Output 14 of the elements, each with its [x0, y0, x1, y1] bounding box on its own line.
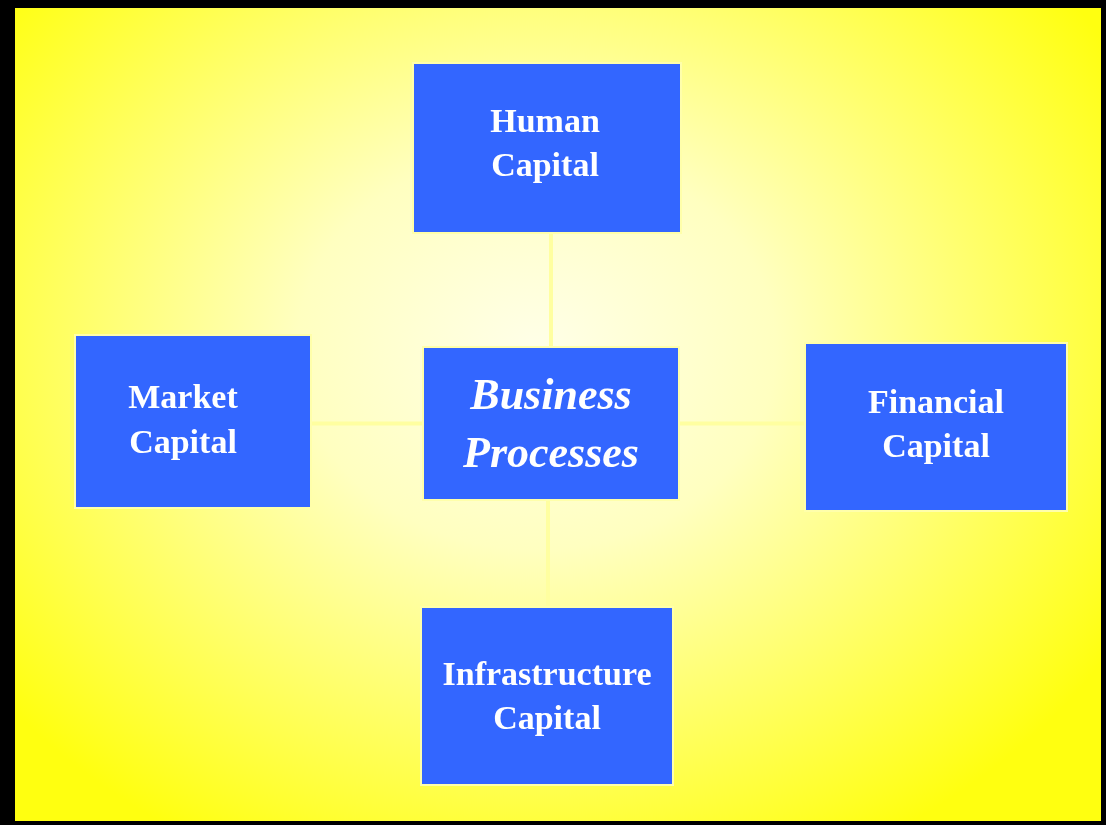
connector-line [546, 501, 550, 606]
process-box [420, 606, 674, 786]
process-box [412, 62, 682, 234]
box-label: Financial Capital [867, 381, 1005, 466]
box-label: Market Capital [127, 377, 239, 462]
process-box [74, 334, 312, 509]
process-box [804, 342, 1068, 512]
connector-line [312, 421, 422, 426]
box-label: Business Processes [462, 369, 640, 479]
box-label: Human Capital [489, 100, 601, 185]
connector-line [549, 234, 553, 346]
connector-line [680, 421, 804, 426]
process-box [422, 346, 680, 501]
box-label: Infrastructure Capital [441, 653, 653, 738]
